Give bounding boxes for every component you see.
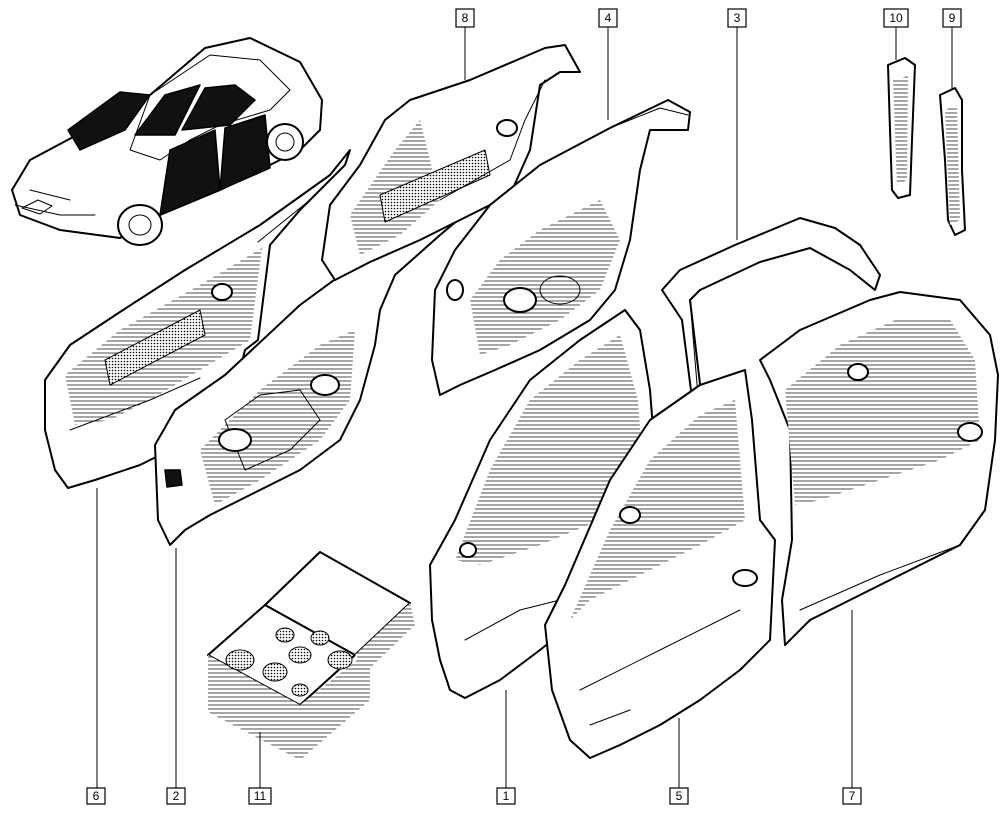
front-left-door-outer: [44, 149, 351, 489]
callout-8-label: 8: [462, 11, 469, 25]
callout-8: 8: [455, 8, 475, 28]
callout-3-label: 3: [734, 11, 741, 25]
callout-5-label: 5: [676, 789, 683, 803]
leader-lines: [96, 27, 953, 788]
callout-6: 6: [86, 787, 106, 805]
rear-right-door-outer: [759, 291, 999, 646]
callout-2-label: 2: [173, 789, 180, 803]
front-left-door-inner: [154, 209, 471, 546]
callout-1-label: 1: [503, 789, 510, 803]
trim-strip-10: [887, 57, 916, 199]
callout-11-label: 11: [254, 789, 267, 803]
callout-6-label: 6: [93, 789, 100, 803]
front-right-door-outer: [544, 369, 776, 759]
callout-10: 10: [883, 8, 909, 28]
callout-11: 11: [248, 787, 272, 805]
callout-7-label: 7: [849, 789, 856, 803]
callout-9-label: 9: [949, 11, 956, 25]
callout-5: 5: [669, 787, 689, 805]
callout-4-label: 4: [605, 11, 612, 25]
trim-strip-9: [939, 87, 966, 236]
rear-left-door-inner: [431, 99, 691, 396]
callout-2: 2: [166, 787, 186, 805]
callout-7: 7: [842, 787, 862, 805]
fastener-kit-box: [207, 551, 415, 760]
reference-car: [11, 37, 323, 246]
callout-4: 4: [598, 8, 618, 28]
callout-9: 9: [942, 8, 962, 28]
callout-3: 3: [727, 8, 747, 28]
callout-1: 1: [496, 787, 516, 805]
rear-left-door-outer: [321, 44, 581, 281]
callout-10-label: 10: [889, 11, 903, 25]
